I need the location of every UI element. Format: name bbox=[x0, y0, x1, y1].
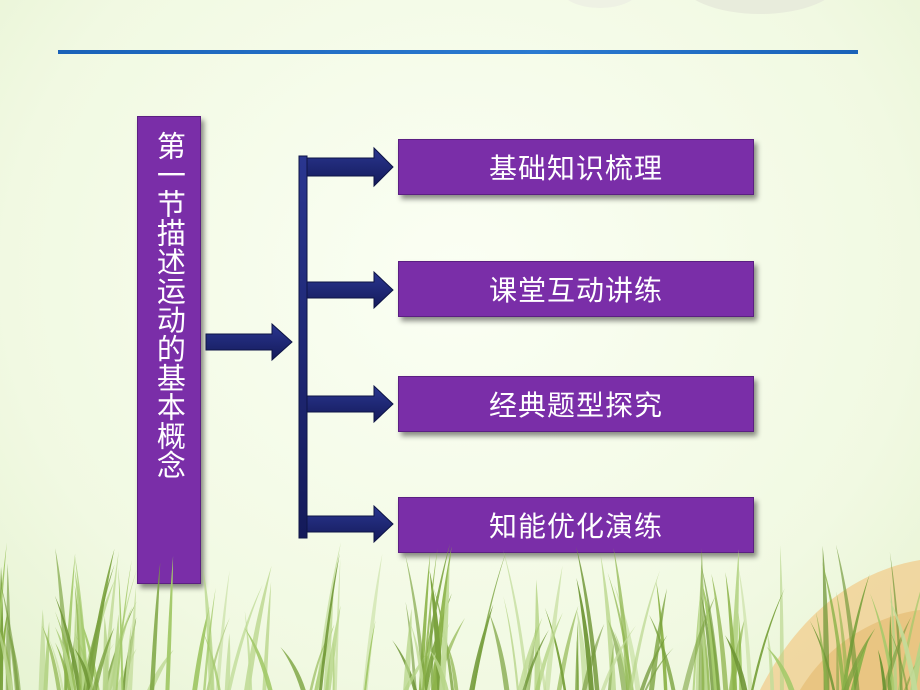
menu-item-label: 课堂互动讲练 bbox=[488, 274, 663, 307]
section-title-text: 第一节描述运动的基本概念 bbox=[152, 131, 187, 479]
connector-vertical-bar bbox=[298, 155, 308, 539]
menu-item-class-practice[interactable]: 课堂互动讲练 bbox=[398, 261, 754, 317]
top-divider-line bbox=[58, 50, 858, 54]
branch-arrow-icon-1 bbox=[306, 146, 394, 188]
menu-item-basic-knowledge[interactable]: 基础知识梳理 bbox=[398, 139, 754, 195]
section-title: 第一节描述运动的基本概念 bbox=[138, 131, 200, 479]
branch-arrow-icon-3 bbox=[306, 384, 394, 424]
menu-item-classic-problems[interactable]: 经典题型探究 bbox=[398, 376, 754, 432]
main-arrow-icon bbox=[205, 322, 293, 362]
menu-item-label: 经典题型探究 bbox=[488, 389, 663, 422]
branch-arrow-icon-4 bbox=[306, 504, 394, 544]
menu-item-label: 基础知识梳理 bbox=[488, 152, 663, 185]
menu-item-label: 知能优化演练 bbox=[488, 510, 663, 543]
branch-arrow-icon-2 bbox=[306, 270, 394, 310]
section-title-box: 第一节描述运动的基本概念 bbox=[137, 116, 201, 584]
menu-item-ability-practice[interactable]: 知能优化演练 bbox=[398, 497, 754, 553]
